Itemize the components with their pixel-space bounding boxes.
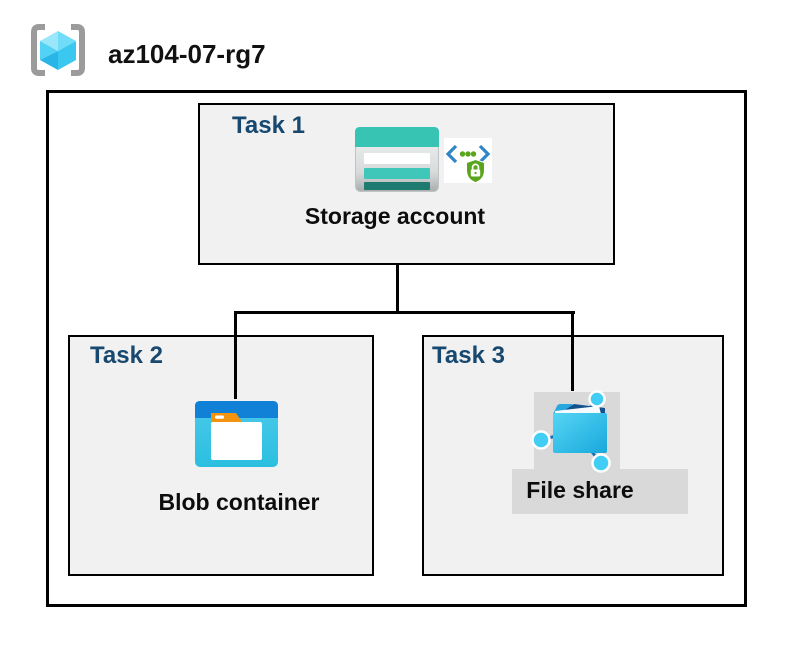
connector-branch-horizontal — [234, 311, 575, 314]
connector-to-task2 — [234, 311, 237, 399]
blob-container-label: Blob container — [158, 489, 320, 515]
file-share-icon — [531, 390, 611, 473]
file-share-label: File share — [526, 477, 634, 503]
task1-label: Task 1 — [232, 112, 305, 139]
connector-task1-stem — [396, 265, 399, 313]
task2-label: Task 2 — [90, 342, 163, 369]
connector-to-task3 — [571, 311, 574, 391]
storage-account-label: Storage account — [304, 203, 486, 229]
storage-account-icon — [355, 127, 439, 192]
resource-group-icon — [31, 24, 85, 76]
task3-label: Task 3 — [432, 342, 505, 369]
resource-group-name: az104-07-rg7 — [108, 39, 266, 69]
file-share-label-backdrop — [512, 469, 688, 514]
secure-endpoint-icon — [444, 138, 492, 183]
task1-box: Task 1 Storage account — [198, 103, 615, 265]
blob-container-icon — [195, 401, 278, 467]
